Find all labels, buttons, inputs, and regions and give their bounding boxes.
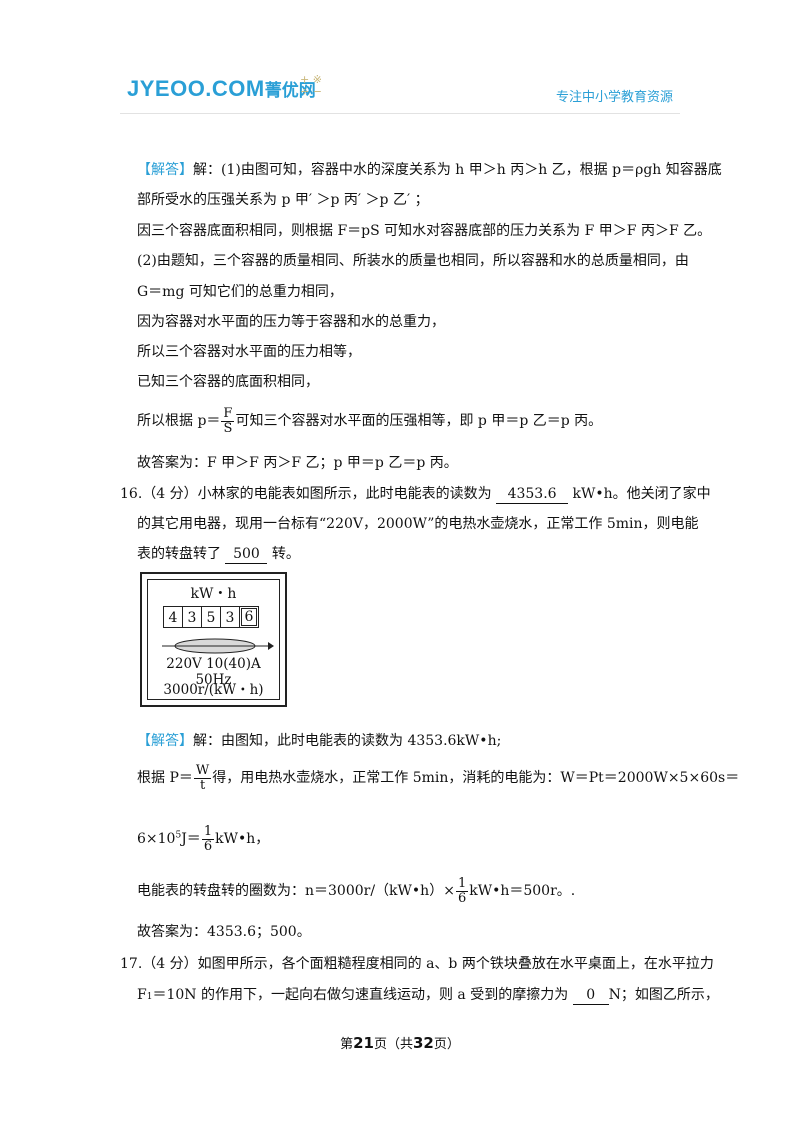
answer16-line-1: 【解答】解：由图知，此时电能表的读数为 4353.6kW•h; xyxy=(137,733,502,749)
electric-meter-frame xyxy=(140,572,287,707)
q17-answer-blank: 0 xyxy=(572,986,609,1005)
answer-tag: 【解答】 xyxy=(137,162,193,178)
electric-meter-inner-frame xyxy=(147,579,280,700)
meter-decimal-digit: 6 xyxy=(239,606,259,628)
meter-digit: 4 xyxy=(163,606,183,628)
answer15-result: 故答案为：F 甲＞F 丙＞F 乙；p 甲＝p 乙＝p 丙。 xyxy=(137,455,458,471)
answer15-line-8: 已知三个容器的底面积相同， xyxy=(137,374,319,390)
q16-answer-blank-2: 500 xyxy=(225,545,268,564)
meter-rotating-disc-icon xyxy=(162,638,274,654)
q16-answer-blank-1: 4353.6 xyxy=(496,485,569,504)
page-total: 32 xyxy=(413,1034,434,1052)
answer-tag: 【解答】 xyxy=(137,733,193,749)
answer15-line-1: 【解答】解：(1)由图可知，容器中水的深度关系为 h 甲＞h 丙＞h 乙，根据 … xyxy=(137,162,722,178)
answer16-result: 故答案为：4353.6；500。 xyxy=(137,924,311,940)
answer15-line-3: 因三个容器底面积相同，则根据 F＝pS 可知水对容器底部的压力关系为 F 甲＞F… xyxy=(137,223,712,239)
q17-line-1: 17.（4 分）如图甲所示，各个面粗糙程度相同的 a、b 两个铁块叠放在水平桌面… xyxy=(120,956,714,972)
answer15-line-5: G＝mg 可知它们的总重力相同， xyxy=(137,284,343,300)
page-footer: 第21页（共32页） xyxy=(340,1034,460,1052)
header-divider xyxy=(120,113,680,114)
meter-digit: 3 xyxy=(220,606,240,628)
q16-line-3: 表的转盘转了 500 转。 xyxy=(137,545,300,564)
logo-decoration-icon: + ※÷ − xyxy=(300,73,322,98)
answer15-line-2: 部所受水的压强关系为 p 甲′ ＞p 丙′ ＞p 乙′ ； xyxy=(137,192,429,208)
meter-spec-constant: 3000r/(kW・h) xyxy=(163,682,264,698)
answer15-line-7: 所以三个容器对水平面的压力相等， xyxy=(137,344,361,360)
q16-line-1: 16.（4 分）小林家的电能表如图所示，此时电能表的读数为 4353.6 kW•… xyxy=(120,485,711,504)
answer15-line-4: (2)由题知，三个容器的质量相同、所装水的质量也相同，所以容器和水的总质量相同，… xyxy=(137,253,689,269)
answer15-line-6: 因为容器对水平面的压力等于容器和水的总重力， xyxy=(137,314,445,330)
logo-text: JYEOO.COM xyxy=(127,76,265,101)
meter-unit: kW・h xyxy=(190,586,237,602)
site-logo: JYEOO.COM菁优网 xyxy=(127,76,316,102)
logo-cn-text: 菁优网 xyxy=(264,81,316,100)
meter-digit: 3 xyxy=(182,606,202,628)
q16-line-2: 的其它用电器，现用一台标有“220V，2000W”的电热水壶烧水，正常工作 5m… xyxy=(137,516,699,532)
page-number: 21 xyxy=(353,1034,374,1052)
header-slogan: 专注中小学教育资源 xyxy=(556,90,674,105)
meter-digits: 4 3 5 3 6 xyxy=(163,606,259,628)
meter-spec-rating: 220V 10(40)A 50Hz xyxy=(166,656,261,688)
meter-digit: 5 xyxy=(201,606,221,628)
